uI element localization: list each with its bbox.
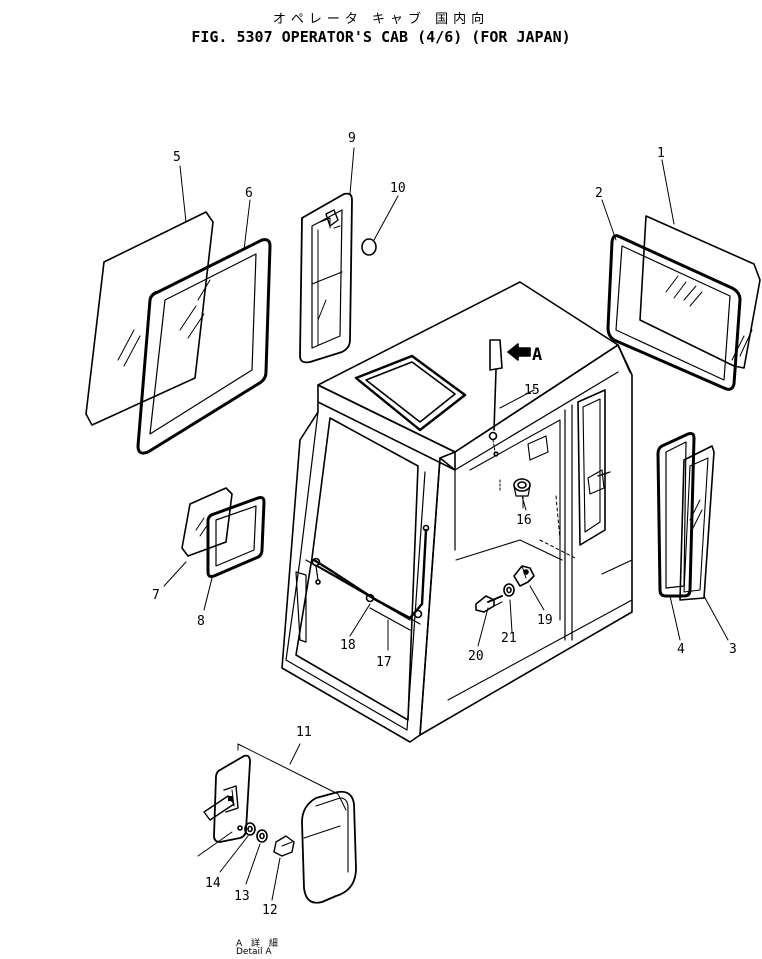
detail-label-japanese: A 詳 細 (236, 939, 281, 949)
part-5-glass (86, 212, 213, 425)
part-17-handrail (313, 526, 429, 625)
callout-3: 3 (729, 642, 737, 657)
part-2-seal (608, 236, 740, 390)
callout-11: 11 (296, 725, 312, 740)
callout-9: 9 (348, 131, 356, 146)
detail-a-assembly (198, 744, 356, 903)
callout-5: 5 (173, 150, 181, 165)
arrow-a-label: A (532, 345, 542, 365)
cab-body (282, 282, 632, 742)
part-9-door-window (300, 194, 352, 363)
callout-6: 6 (245, 186, 253, 201)
title-japanese: オペレータ キャブ 国内向 (272, 12, 490, 27)
part-8-seal (208, 498, 264, 577)
part-21-washer (504, 584, 514, 596)
callout-17: 17 (376, 655, 392, 670)
callout-15: 15 (524, 383, 540, 398)
callout-2: 2 (595, 186, 603, 201)
part-20-bolt (476, 596, 502, 612)
callout-20: 20 (468, 649, 484, 664)
callout-7: 7 (152, 588, 160, 603)
part-6-seal (138, 240, 270, 454)
part-19-clip (514, 566, 534, 586)
callout-1: 1 (657, 146, 665, 161)
part-16-grommet (514, 479, 530, 508)
callout-16: 16 (516, 513, 532, 528)
callout-8: 8 (197, 614, 205, 629)
part-3-glass (680, 446, 714, 600)
leader-lines (164, 148, 728, 900)
callout-14: 14 (205, 876, 221, 891)
detail-label-english: Detail A (236, 947, 272, 957)
callout-18: 18 (340, 638, 356, 653)
callout-13: 13 (234, 889, 250, 904)
callout-10: 10 (390, 181, 406, 196)
title-english: FIG. 5307 OPERATOR'S CAB (4/6) (FOR JAPA… (191, 28, 571, 46)
callout-4: 4 (677, 642, 685, 657)
callout-19: 19 (537, 613, 553, 628)
callout-12: 12 (262, 903, 278, 918)
callout-labels: 1 2 3 4 5 6 7 8 9 10 11 12 13 14 15 16 1… (152, 131, 737, 918)
part-1-glass (640, 216, 760, 368)
callout-21: 21 (501, 631, 517, 646)
part-10-ring (362, 239, 376, 255)
part-15-handle (490, 340, 531, 490)
